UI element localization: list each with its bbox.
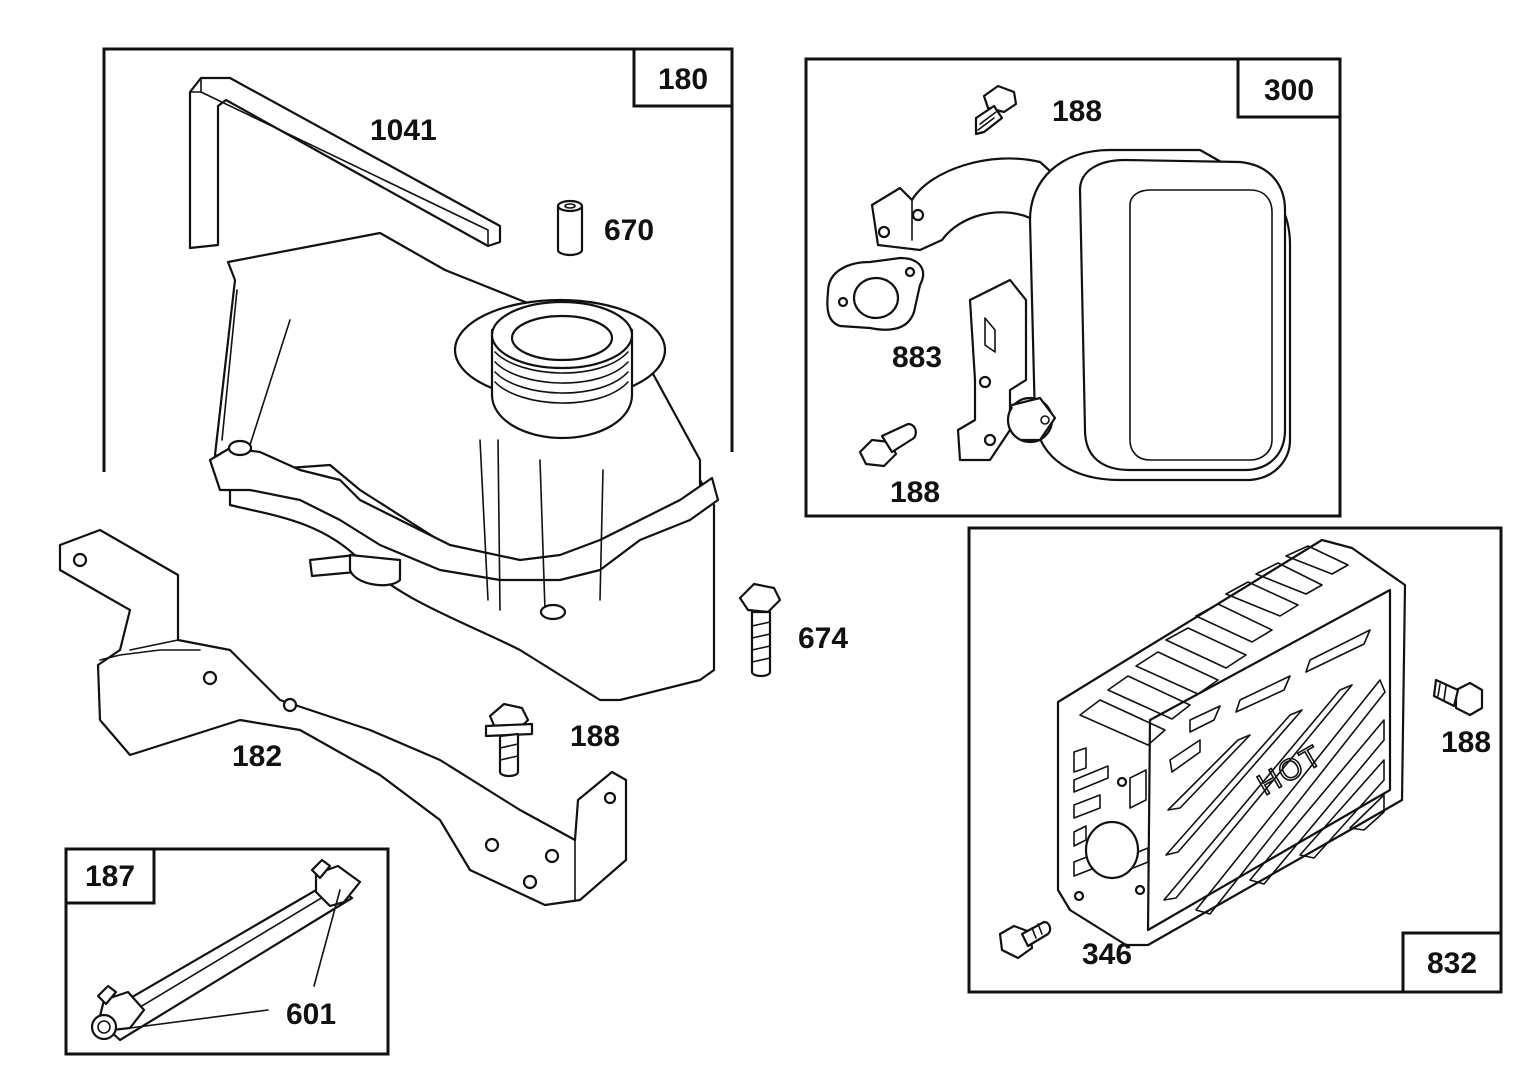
- bushing-part: [556, 199, 584, 257]
- fuel-tank-part: [208, 231, 720, 702]
- group-300-label: 300: [1264, 74, 1314, 107]
- group-180: 180 1041 670: [102, 47, 734, 702]
- callout-188-muffler-bottom: 188: [890, 476, 940, 509]
- callout-182: 182: [232, 740, 282, 773]
- muffler-part: [956, 148, 1292, 482]
- group-187-label: 187: [85, 860, 135, 893]
- bolt-188-tank-part: [484, 702, 534, 778]
- group-187: 187 601: [64, 847, 390, 1056]
- group-180-label: 180: [658, 63, 708, 96]
- leader-601-top: [313, 889, 341, 987]
- fuel-line-part: [90, 858, 362, 1042]
- group-300-tag: [1236, 57, 1342, 119]
- bolt-674-part: [738, 582, 782, 678]
- bolt-188-guard-part: [1432, 678, 1484, 717]
- muffler-guard-part: HOT: [1056, 538, 1407, 947]
- callout-346: 346: [1082, 938, 1132, 971]
- callout-188-guard: 188: [1441, 726, 1491, 759]
- group-300: 300 188 883: [804, 57, 1342, 518]
- exhaust-pipe-part: [870, 157, 1062, 252]
- group-180-tag: [632, 47, 734, 108]
- callout-883: 883: [892, 341, 942, 374]
- callout-670: 670: [604, 214, 654, 247]
- callout-1041: 1041: [370, 114, 437, 147]
- bolt-188-muffler-bottom-part: [858, 422, 917, 468]
- group-832-label: 832: [1427, 947, 1477, 980]
- callout-188-muffler-top: 188: [1052, 95, 1102, 128]
- tank-strap-part: [188, 76, 502, 250]
- callout-188-tank: 188: [570, 720, 620, 753]
- tank-bracket-part: [58, 528, 628, 907]
- group-832: 832: [967, 526, 1503, 994]
- group-832-tag: [1401, 931, 1503, 994]
- group-187-tag: [64, 847, 156, 905]
- gasket-part: [826, 256, 925, 331]
- leader-601-bottom: [129, 1009, 269, 1029]
- bolt-346-part: [998, 920, 1052, 960]
- bolt-188-muffler-top-part: [974, 84, 1018, 136]
- callout-601: 601: [286, 998, 336, 1031]
- callout-674: 674: [798, 622, 848, 655]
